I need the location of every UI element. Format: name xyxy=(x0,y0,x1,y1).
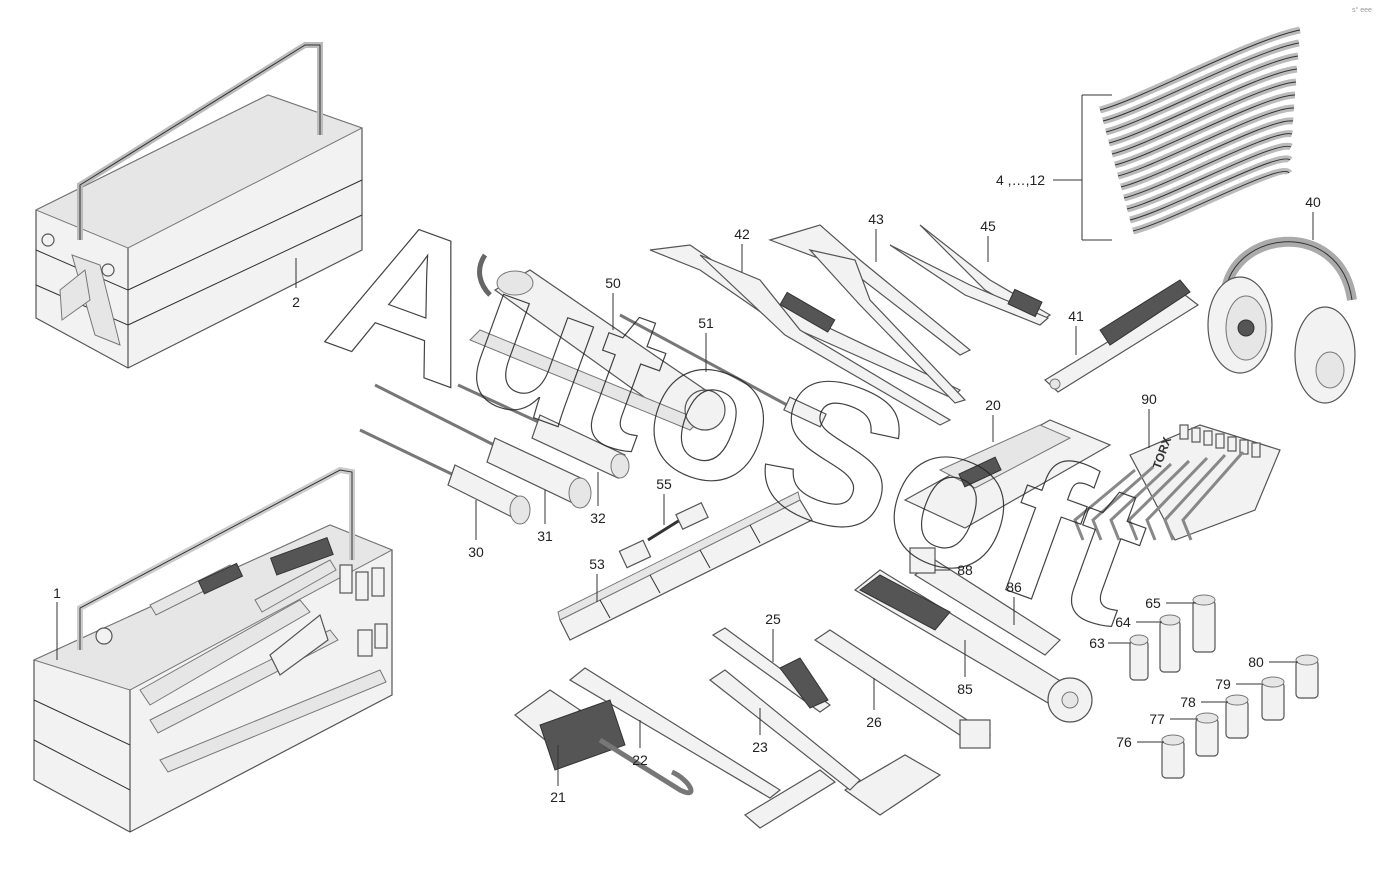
socket-shape xyxy=(1129,639,1149,681)
part-labels: 1 2 4 ,…,12 20 21 22 23 25 26 30 31 32 40 41 42 43 45 50 5… xyxy=(53,172,1321,805)
torx-bit xyxy=(1191,427,1201,443)
part-label-wrench-set: 4 ,…,12 xyxy=(996,172,1045,188)
part-label-side-cutters: 45 xyxy=(980,218,996,234)
part-label-grease-hose: 51 xyxy=(698,315,714,331)
watermark: AutoSoft xyxy=(305,170,1176,669)
socket-shape xyxy=(1161,739,1185,779)
sockets-drawing xyxy=(1129,594,1319,779)
wrench-outline xyxy=(1120,120,1294,188)
torx-key xyxy=(1181,451,1245,541)
torx-key xyxy=(1145,456,1209,541)
part-label-tool-box-filled: 1 xyxy=(53,585,61,601)
socket-shape xyxy=(1195,717,1219,757)
wrench-outline xyxy=(1102,42,1300,122)
socket-shape xyxy=(1295,659,1319,699)
part-label-file: 25 xyxy=(765,611,781,627)
folding-rule-drawing xyxy=(557,491,813,641)
torx-bit xyxy=(1251,442,1261,458)
adapter-cable-drawing xyxy=(618,502,709,569)
socket-top xyxy=(1192,594,1216,606)
part-label-torx-key-set: 90 xyxy=(1141,391,1157,407)
wrench-outline xyxy=(1111,81,1297,155)
torx-bit xyxy=(1239,439,1249,455)
hammer-bag-drawing xyxy=(903,419,1112,529)
torx-key xyxy=(1091,465,1154,541)
wrench-outline xyxy=(1129,158,1291,221)
torx-set-drawing: TORX xyxy=(1073,424,1281,541)
socket-top xyxy=(1261,676,1285,688)
part-label-screwdriver-small: 32 xyxy=(590,510,606,526)
part-label-ratchet: 85 xyxy=(957,681,973,697)
torx-key xyxy=(1127,459,1191,541)
part-label-socket-65: 65 xyxy=(1145,595,1161,611)
socket-top xyxy=(1225,694,1249,706)
torx-bit xyxy=(1227,436,1237,452)
wrench-outline xyxy=(1117,107,1295,177)
torx-bit xyxy=(1215,433,1225,449)
socket-shape xyxy=(1225,699,1249,739)
wrench-outline xyxy=(1108,68,1298,144)
part-label-socket-77: 77 xyxy=(1149,711,1165,727)
part-label-adjustable-pliers: 43 xyxy=(868,211,884,227)
wrench-outline xyxy=(1114,94,1296,166)
socket-shape xyxy=(1261,681,1285,721)
part-label-hammer-handle-22: 22 xyxy=(632,752,648,768)
part-label-adapter-cable: 55 xyxy=(656,476,672,492)
part-label-socket-78: 78 xyxy=(1180,694,1196,710)
part-label-socket-79: 79 xyxy=(1215,676,1231,692)
torx-key xyxy=(1163,453,1227,541)
part-label-folding-rule: 53 xyxy=(589,556,605,572)
socket-top xyxy=(1195,712,1219,724)
tool-box-filled-drawing xyxy=(32,466,394,833)
torx-bit xyxy=(1203,430,1213,446)
part-label-socket-76: 76 xyxy=(1116,734,1132,750)
part-label-socket-64: 64 xyxy=(1115,614,1131,630)
part-label-hammer-bag-tool: 20 xyxy=(985,397,1001,413)
pliers-drawing xyxy=(649,224,1052,426)
part-label-adapter: 88 xyxy=(957,562,973,578)
hammers-drawing xyxy=(514,627,992,829)
wrench-outline xyxy=(1105,55,1299,133)
part-label-wire-brush: 41 xyxy=(1068,308,1084,324)
part-label-extension-bar: 86 xyxy=(1006,579,1022,595)
tool-box-empty-drawing xyxy=(34,42,364,369)
socket-shape xyxy=(1192,599,1216,653)
part-label-grease-gun: 50 xyxy=(605,275,621,291)
torx-key xyxy=(1073,468,1136,541)
socket-top xyxy=(1295,654,1319,666)
socket-top xyxy=(1159,614,1181,626)
ear-protection-drawing xyxy=(1207,236,1357,404)
wrench-outline xyxy=(1126,145,1292,210)
wrench-set-drawing xyxy=(1081,26,1301,241)
socket-top xyxy=(1129,634,1149,646)
wrench-outline xyxy=(1132,170,1290,232)
part-label-socket-63: 63 xyxy=(1089,635,1105,651)
part-label-screwdriver-medium: 31 xyxy=(537,528,553,544)
wire-brush-drawing xyxy=(1044,279,1200,393)
torx-key xyxy=(1109,462,1173,541)
wrench-shape xyxy=(1102,39,1300,125)
part-label-screwdriver-large: 30 xyxy=(468,544,484,560)
screwdrivers-drawing xyxy=(359,383,630,525)
watermark-text: AutoSoft xyxy=(305,171,1175,669)
corner-mark: s° eee xyxy=(1352,6,1372,14)
wrench-outline xyxy=(1099,29,1301,111)
part-label-pry-bar: 21 xyxy=(550,789,566,805)
torx-bit xyxy=(1179,424,1189,440)
grease-gun-drawing xyxy=(469,253,827,431)
part-label-ear-protection: 40 xyxy=(1305,194,1321,210)
part-label-tool-box-empty: 2 xyxy=(292,294,300,310)
part-label-socket-80: 80 xyxy=(1248,654,1264,670)
socket-top xyxy=(1161,734,1185,746)
part-label-hammer: 23 xyxy=(752,739,768,755)
part-label-sledgehammer: 26 xyxy=(866,714,882,730)
wrench-outline xyxy=(1123,133,1293,199)
part-label-water-pump-pliers: 42 xyxy=(734,226,750,242)
socket-shape xyxy=(1159,619,1181,673)
